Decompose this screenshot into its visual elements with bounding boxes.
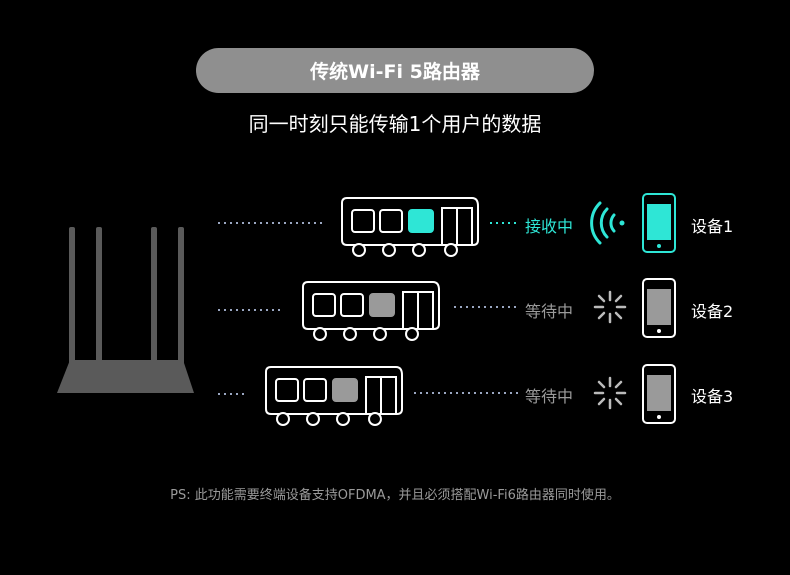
device-label-3: 设备3 — [691, 387, 734, 406]
loading-spinner-icon — [593, 376, 627, 410]
loading-spinner-icon — [593, 290, 627, 324]
bus-icon — [265, 366, 403, 426]
status-waiting: 等待中 — [525, 387, 574, 406]
phone-icon — [642, 278, 676, 338]
page-title: 传统Wi-Fi 5路由器 — [310, 61, 480, 83]
device-label-2: 设备2 — [691, 302, 734, 321]
title-pill: 传统Wi-Fi 5路由器 — [196, 48, 594, 93]
status-waiting: 等待中 — [525, 302, 574, 321]
connection-lines — [218, 222, 518, 395]
phone-icon — [642, 364, 676, 424]
wifi-signal-icon — [590, 201, 625, 245]
status-receiving: 接收中 — [525, 217, 574, 236]
bus-icon — [341, 197, 479, 257]
device-label-1: 设备1 — [691, 217, 734, 236]
bus-icon — [302, 281, 440, 341]
router-icon — [57, 227, 194, 393]
footnote: PS: 此功能需要终端设备支持OFDMA，并且必须搭配Wi-Fi6路由器同时使用… — [170, 488, 620, 503]
phone-icon — [642, 193, 676, 253]
subtitle: 同一时刻只能传输1个用户的数据 — [248, 112, 542, 136]
